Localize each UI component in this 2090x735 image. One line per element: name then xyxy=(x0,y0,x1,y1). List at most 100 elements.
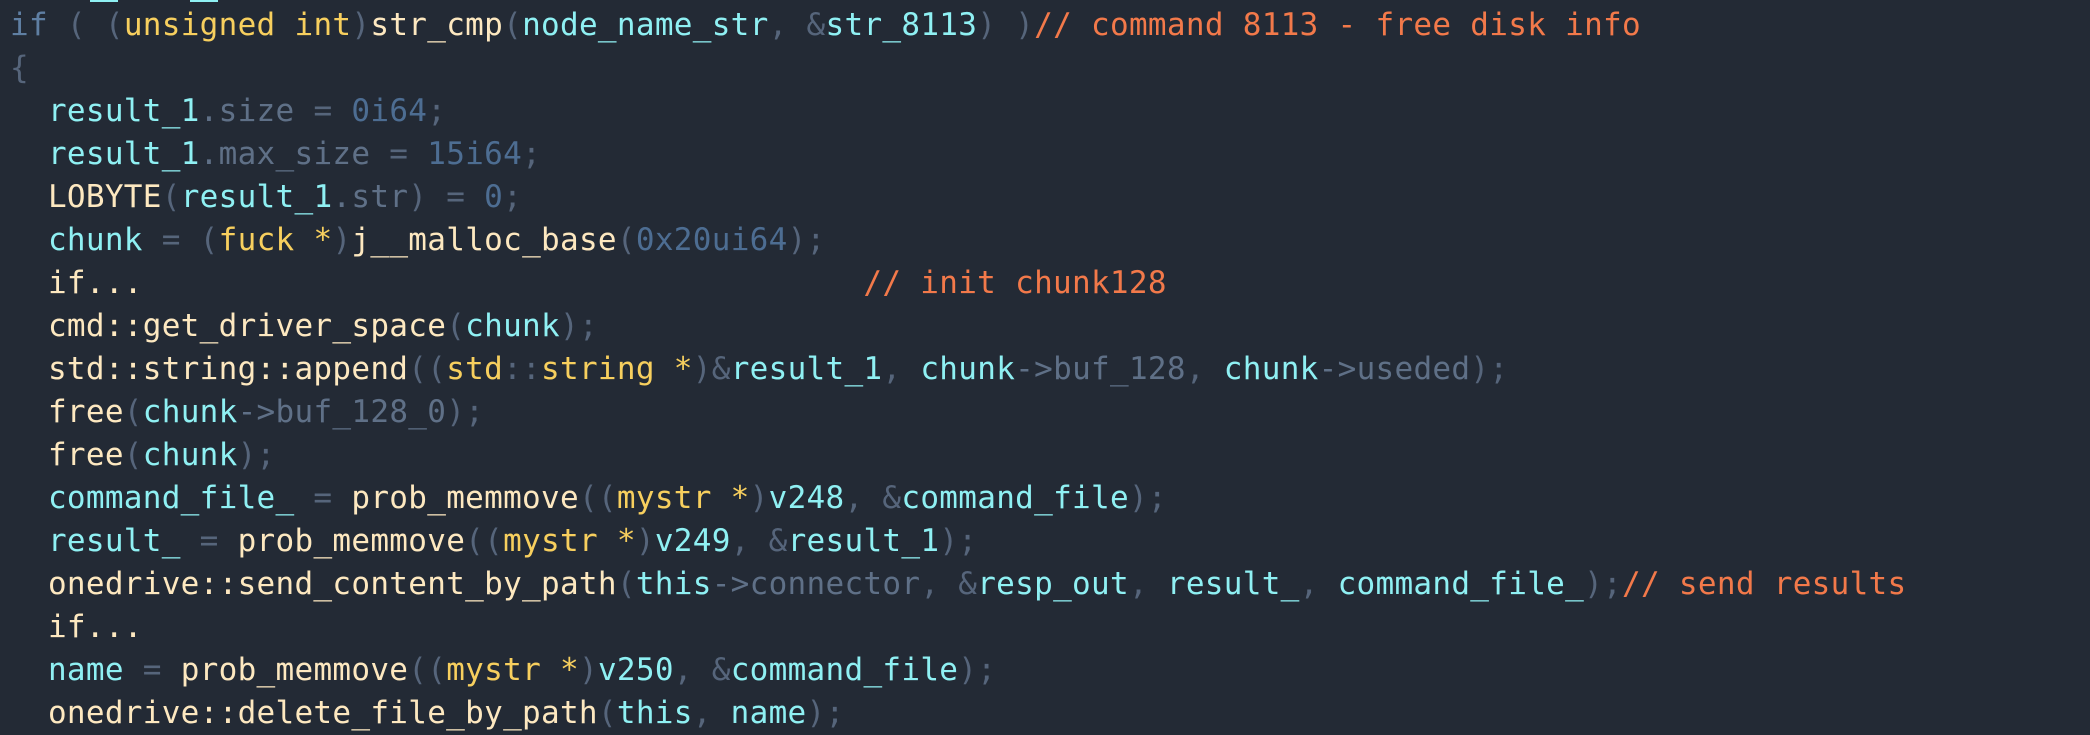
paren: ); xyxy=(939,523,978,559)
function-name[interactable]: free xyxy=(47,437,124,473)
identifier[interactable]: command_file_ xyxy=(47,480,295,516)
paren: ); xyxy=(1584,566,1623,602)
paren: ); xyxy=(806,695,845,731)
whitespace xyxy=(143,265,864,301)
function-name[interactable]: cmd::get_driver_space xyxy=(47,308,447,344)
comma: , xyxy=(768,7,807,43)
indent xyxy=(10,394,48,430)
type-cast: mystr * xyxy=(446,652,579,688)
collapsed-if-block[interactable]: if... xyxy=(47,265,143,301)
paren: ) xyxy=(749,480,769,516)
code-line[interactable]: { xyxy=(10,47,29,90)
identifier[interactable]: command_file xyxy=(901,480,1129,516)
indent xyxy=(10,179,48,215)
paren: ) xyxy=(977,7,997,43)
code-line[interactable]: result_1.max_size = 15i64; xyxy=(10,133,541,176)
identifier[interactable]: chunk xyxy=(1223,351,1319,387)
operator: = xyxy=(427,179,485,215)
type-cast: mystr * xyxy=(503,523,636,559)
operator: & xyxy=(958,566,978,602)
identifier[interactable]: this xyxy=(616,695,693,731)
function-name[interactable]: onedrive::send_content_by_path xyxy=(47,566,617,602)
code-line[interactable]: result_ = prob_memmove((mystr *)v249, &r… xyxy=(10,520,977,563)
function-name[interactable]: j__malloc_base xyxy=(351,222,617,258)
paren: ); xyxy=(1470,351,1509,387)
identifier[interactable]: str_8113 xyxy=(825,7,978,43)
number: 15i64 xyxy=(427,136,523,172)
identifier[interactable]: v250 xyxy=(597,652,674,688)
comment: // command 8113 - free disk info xyxy=(1034,7,1641,43)
operator: = xyxy=(180,523,238,559)
code-line[interactable]: LOBYTE(result_1.str) = 0; xyxy=(10,176,522,219)
identifier[interactable]: result_1 xyxy=(787,523,940,559)
identifier[interactable]: chunk xyxy=(142,437,238,473)
code-line[interactable]: if ( (unsigned int)str_cmp(node_name_str… xyxy=(10,4,1641,47)
code-line[interactable]: chunk = (fuck *)j__malloc_base(0x20ui64)… xyxy=(10,219,826,262)
number: 0x20ui64 xyxy=(635,222,788,258)
paren: ( xyxy=(597,695,617,731)
type-cast: string * xyxy=(541,351,693,387)
identifier[interactable]: result_ xyxy=(1166,566,1300,602)
code-line[interactable]: std::string::append((std::string *)&resu… xyxy=(10,348,1508,391)
paren: ) xyxy=(692,351,712,387)
identifier[interactable]: result_1 xyxy=(180,179,333,215)
indent xyxy=(10,652,48,688)
code-line[interactable]: onedrive::delete_file_by_path(this, name… xyxy=(10,692,844,735)
identifier[interactable]: v248 xyxy=(768,480,845,516)
identifier[interactable]: node_name_str xyxy=(522,7,769,43)
keyword-if: if xyxy=(10,7,48,43)
identifier[interactable]: chunk xyxy=(465,308,560,344)
function-name[interactable]: std::string::append xyxy=(47,351,409,387)
identifier[interactable]: result_ xyxy=(47,523,181,559)
function-name[interactable]: prob_memmove xyxy=(351,480,579,516)
comma: , xyxy=(692,695,731,731)
indent xyxy=(10,351,48,387)
identifier[interactable]: name xyxy=(730,695,807,731)
identifier[interactable]: command_file_ xyxy=(1337,566,1585,602)
type-cast: mystr * xyxy=(616,480,750,516)
operator: & xyxy=(768,523,788,559)
function-name[interactable]: prob_memmove xyxy=(237,523,466,559)
indent xyxy=(10,609,48,645)
identifier[interactable]: result_1 xyxy=(47,93,200,129)
operator: = xyxy=(123,652,181,688)
type-cast: std xyxy=(446,351,504,387)
function-name[interactable]: free xyxy=(47,394,124,430)
identifier[interactable]: command_file xyxy=(730,652,959,688)
identifier[interactable]: this xyxy=(635,566,712,602)
code-line[interactable]: if... // init chunk128 xyxy=(10,262,1167,305)
function-name[interactable]: prob_memmove xyxy=(180,652,409,688)
semicolon: ; xyxy=(503,179,523,215)
code-line[interactable]: if... xyxy=(10,606,143,649)
paren: ( xyxy=(503,7,523,43)
identifier[interactable]: resp_out xyxy=(977,566,1129,602)
code-line[interactable]: result_1.size = 0i64; xyxy=(10,90,446,133)
code-line[interactable]: onedrive::send_content_by_path(this->con… xyxy=(10,563,1907,606)
function-name[interactable]: LOBYTE xyxy=(47,179,162,215)
field: .str xyxy=(332,179,409,215)
function-name[interactable]: onedrive::delete_file_by_path xyxy=(47,695,598,731)
comma: , xyxy=(673,652,712,688)
identifier[interactable]: chunk xyxy=(920,351,1016,387)
collapsed-if-block[interactable]: if... xyxy=(47,609,143,645)
indent xyxy=(10,308,48,344)
code-line[interactable]: name = prob_memmove((mystr *)v250, &comm… xyxy=(10,649,996,692)
indent xyxy=(10,523,48,559)
code-line[interactable]: free(chunk); xyxy=(10,434,276,477)
identifier[interactable]: v249 xyxy=(654,523,731,559)
field: buf_128 xyxy=(1053,351,1186,387)
operator: & xyxy=(806,7,826,43)
identifier[interactable]: chunk xyxy=(47,222,143,258)
operator: & xyxy=(711,652,731,688)
function-name[interactable]: str_cmp xyxy=(370,7,504,43)
code-line[interactable]: cmd::get_driver_space(chunk); xyxy=(10,305,598,348)
paren: ); xyxy=(787,222,826,258)
identifier[interactable]: name xyxy=(47,652,124,688)
code-line[interactable]: free(chunk->buf_128_0); xyxy=(10,391,484,434)
paren: ( xyxy=(616,566,636,602)
identifier[interactable]: result_1 xyxy=(47,136,200,172)
identifier[interactable]: result_1 xyxy=(730,351,883,387)
identifier[interactable]: chunk xyxy=(142,394,238,430)
code-line[interactable]: command_file_ = prob_memmove((mystr *)v2… xyxy=(10,477,1167,520)
